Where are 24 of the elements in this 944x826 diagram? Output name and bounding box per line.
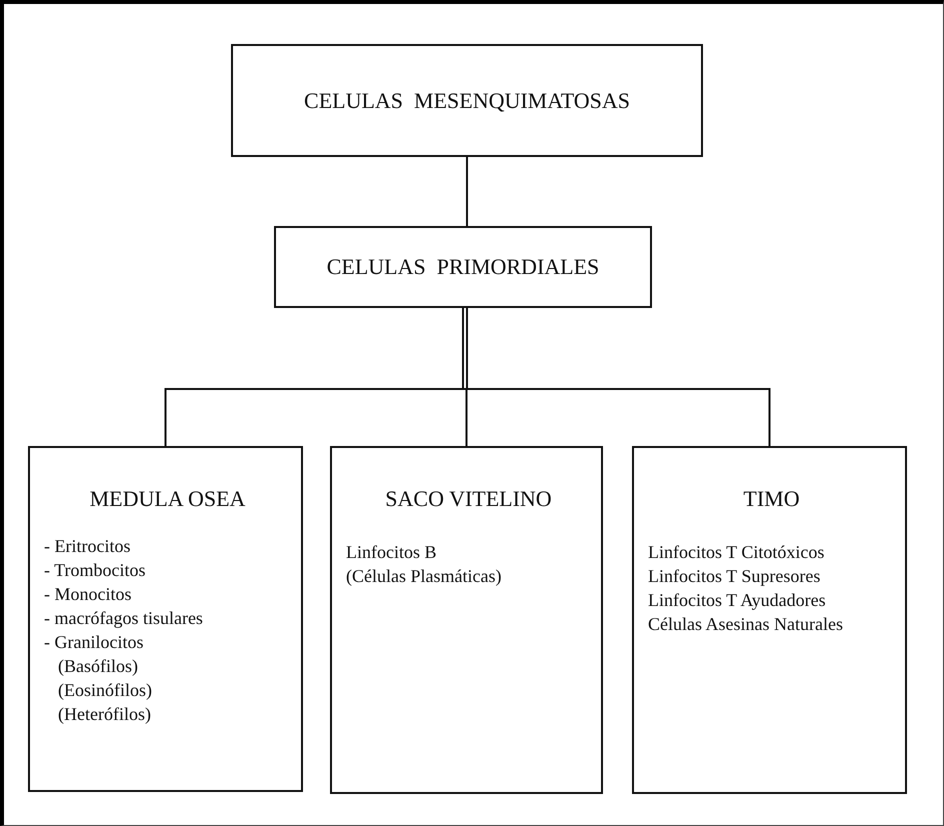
category-box (330, 446, 603, 794)
box-heading: SACO VITELINO (384, 486, 553, 512)
category-box (28, 446, 303, 792)
cell-type-item: - Eritrocitos (44, 535, 132, 558)
cell-type-item: - Monocitos (44, 583, 132, 606)
cell-type-item: Linfocitos T Supresores (648, 565, 822, 588)
cell-type-item: (Basófilos) (57, 655, 139, 678)
category-box (632, 446, 907, 794)
cell-type-item: Células Asesinas Naturales (648, 613, 844, 636)
cell-type-item: Linfocitos T Ayudadores (648, 589, 827, 612)
cell-type-item: Linfocitos B (346, 541, 438, 564)
cell-type-item: - macrófagos tisulares (44, 607, 204, 630)
box-heading: CELULAS MESENQUIMATOSAS (304, 88, 630, 114)
box-heading: CELULAS PRIMORDIALES (326, 254, 600, 280)
cell-type-item: (Eosinófilos) (57, 679, 153, 702)
cell-type-item: (Células Plasmáticas) (346, 565, 502, 588)
box-heading: TIMO (742, 486, 801, 512)
box-heading: MEDULA OSEA (88, 486, 246, 512)
cell-type-item: - Granilocitos (44, 631, 144, 654)
cell-type-item: Linfocitos T Citotóxicos (648, 541, 826, 564)
cell-type-item: - Trombocitos (44, 559, 147, 582)
process-box (231, 44, 703, 157)
cell-type-item: (Heterófilos) (57, 703, 152, 726)
process-box (274, 226, 652, 308)
